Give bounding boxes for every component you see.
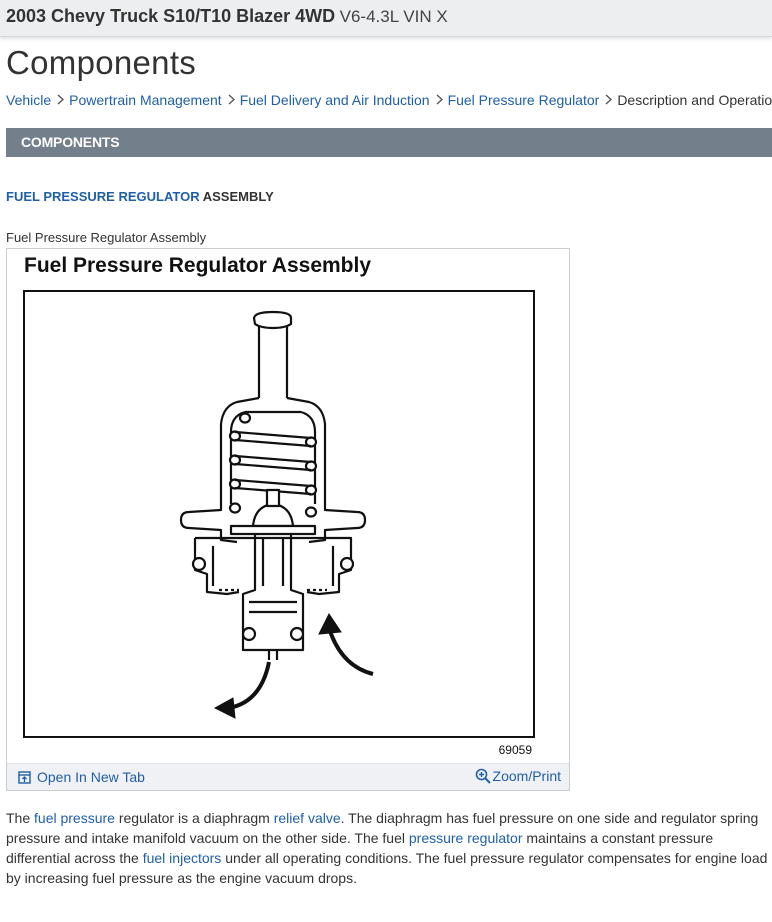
figure-caption: Fuel Pressure Regulator Assembly [6, 230, 207, 245]
page-title: Components [6, 44, 197, 81]
description-text: . The diaphragm has fuel pressure on one… [6, 810, 759, 846]
breadcrumb-current: Description and Operation [617, 92, 772, 108]
fuel-injectors-link[interactable]: fuel injectors [142, 850, 222, 866]
subsection-title: FUEL PRESSURE REGULATOR ASSEMBLY [6, 189, 274, 204]
subsection-title-rest: ASSEMBLY [199, 189, 274, 204]
breadcrumb: Vehicle Powertrain Management Fuel Deliver… [6, 92, 772, 108]
chevron-right-icon [436, 92, 443, 108]
open-in-new-tab-button[interactable]: Open In New Tab [18, 769, 145, 785]
chevron-right-icon [57, 92, 65, 108]
breadcrumb-powertrain-management[interactable]: Powertrain Management [69, 92, 222, 108]
zoom-print-button[interactable]: Zoom/Print [475, 768, 561, 784]
figure-heading: Fuel Pressure Regulator Assembly [24, 254, 372, 277]
open-in-new-tab-label: Open In New Tab [37, 769, 145, 785]
relief-valve-link[interactable]: relief valve [273, 810, 341, 826]
vehicle-bar: 2003 Chevy Truck S10/T10 Blazer 4WD V6-4… [0, 0, 772, 37]
regulator-diagram [23, 290, 535, 738]
description-paragraph: The fuel pressure regulator is a diaphra… [6, 808, 768, 888]
fuel-pressure-regulator-link[interactable]: FUEL PRESSURE REGULATOR [6, 189, 200, 204]
vehicle-engine: V6-4.3L VIN X [339, 7, 448, 26]
breadcrumb-fuel-delivery[interactable]: Fuel Delivery and Air Induction [239, 92, 430, 108]
figure-image[interactable]: Fuel Pressure Regulator Assembly [8, 250, 568, 762]
open-new-tab-icon [18, 770, 31, 784]
breadcrumb-fuel-pressure-regulator[interactable]: Fuel Pressure Regulator [447, 92, 600, 108]
description-text: The [6, 810, 35, 826]
figure-number: 69059 [498, 743, 532, 757]
magnifier-plus-icon [475, 768, 491, 784]
chevron-right-icon [605, 92, 613, 108]
vehicle-name: 2003 Chevy Truck S10/T10 Blazer 4WD [6, 6, 336, 26]
description-text: under all operating conditions. The fuel… [6, 850, 768, 886]
pressure-regulator-link[interactable]: pressure regulator [408, 830, 523, 846]
chevron-right-icon [228, 92, 235, 108]
fuel-pressure-link[interactable]: fuel pressure [34, 810, 115, 826]
figure-footer: Open In New Tab Zoom/Print [7, 763, 569, 790]
section-header: COMPONENTS [6, 128, 772, 157]
breadcrumb-vehicle[interactable]: Vehicle [6, 92, 52, 108]
description-text: regulator is a diaphragm [114, 810, 274, 826]
figure-box: Fuel Pressure Regulator Assembly [6, 248, 570, 791]
zoom-print-label: Zoom/Print [492, 768, 561, 784]
description-text: maintains a constant pressure differenti… [6, 830, 714, 866]
